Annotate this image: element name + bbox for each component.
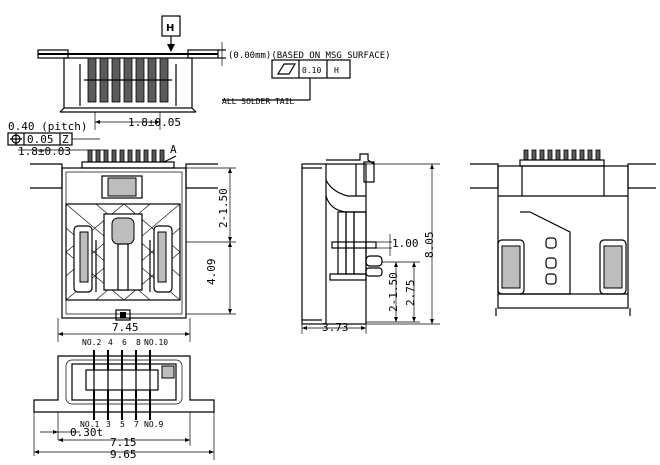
dim-side-depth: 3.73: [322, 321, 349, 334]
rear-view: [470, 149, 656, 316]
dim-side-pin-height: 2-1.50: [387, 272, 400, 312]
dim-front-width: 7.45: [112, 321, 139, 334]
pitch-width: 1.8±0.03: [18, 145, 71, 158]
pitch-label: 0.40 (pitch): [8, 120, 87, 133]
front-view: A: [30, 143, 236, 342]
flatness-value: 0.10: [302, 66, 321, 75]
pin-label-6: 6: [122, 338, 127, 347]
pin-label-no9: NO.9: [144, 420, 163, 429]
dim-top-span: 1.8±0.05: [128, 116, 181, 129]
solder-tail-note: ALL SOLDER TAIL: [222, 97, 294, 106]
flatness-datum: H: [334, 66, 339, 75]
pin-label-no2: NO.2: [82, 338, 101, 347]
pin-label-no1: NO.1: [80, 420, 99, 429]
dim-side-height: 8.05: [423, 232, 436, 259]
top-view-pins: [84, 57, 172, 103]
position-value: 0.05: [27, 133, 54, 146]
dim-front-upper-height: 2-1.50: [217, 188, 230, 228]
side-view: 8.05 1.00 2-1.50 2.75 3.73: [301, 153, 440, 334]
pin-label-7: 7: [134, 420, 139, 429]
datum-h-label: H: [166, 23, 174, 34]
dim-side-pin-depth: 2.75: [404, 280, 417, 307]
dim-front-lower-height: 4.09: [205, 259, 218, 286]
dim-shell-thickness: 0.30t: [70, 426, 103, 439]
pin-label-8: 8: [136, 338, 141, 347]
flatness-symbol-icon: [276, 63, 297, 75]
dim-bottom-total-width: 9.65: [110, 448, 137, 461]
flatness-frame: [271, 59, 351, 79]
rear-view-top-pins: [523, 149, 601, 161]
dim-bottom-inner-width: 7.15: [110, 436, 137, 449]
flatness-note: (0.00mm)(BASED ON MSG SURFACE): [228, 51, 391, 61]
front-view-top-pins: [87, 149, 165, 163]
pin-label-3: 3: [106, 420, 111, 429]
position-datum: Z: [62, 133, 69, 146]
dim-side-gap: 1.00: [392, 237, 419, 250]
pin-label-no10: NO.10: [144, 338, 168, 347]
top-view: H (0.00mm)(BASED ON MSG SURFACE): [37, 15, 391, 130]
bottom-view: NO.2 4 6 8 NO.10 NO.1 3 5 7 NO.9: [33, 338, 215, 461]
pin-label-5: 5: [120, 420, 125, 429]
datum-a-label: A: [170, 143, 177, 156]
pin-label-4: 4: [108, 338, 113, 347]
